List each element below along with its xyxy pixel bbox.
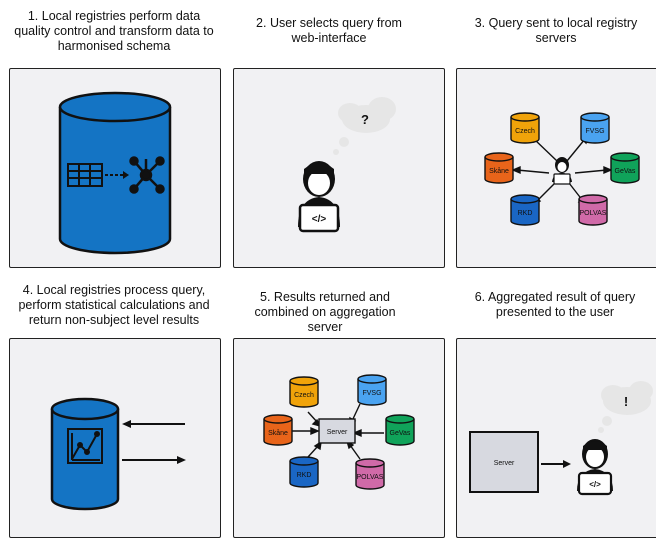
registry-fvsg-database: FVSG	[357, 374, 387, 406]
svg-text:POLVAS: POLVAS	[580, 210, 607, 217]
thought-cloud-icon	[333, 97, 396, 155]
svg-text:RKD: RKD	[297, 472, 312, 479]
user-coder-icon: </>	[298, 161, 340, 233]
registry-skane-database: Skåne	[484, 152, 514, 184]
svg-text:POLVAS: POLVAS	[357, 474, 384, 481]
exclamation-mark: !	[624, 394, 628, 409]
step-3-caption: 3. Query sent to local registry servers	[474, 16, 638, 45]
process-query-illustration	[50, 397, 186, 511]
panel-step-3: Czech FVSG Skåne GeVas RKD POLVAS	[456, 68, 656, 268]
svg-text:FVSG: FVSG	[362, 390, 381, 397]
svg-text:Server: Server	[494, 460, 515, 467]
svg-text:FVSG: FVSG	[585, 128, 604, 135]
step-2-caption: 2. User selects query from web-interface	[256, 16, 402, 45]
svg-text:GeVas: GeVas	[615, 168, 636, 175]
server-box: Server	[469, 431, 539, 493]
code-glyph: </>	[312, 214, 327, 225]
svg-text:RKD: RKD	[518, 210, 533, 217]
registry-gevas-database: GeVas	[385, 414, 415, 446]
server-box: Server	[318, 418, 356, 444]
result-presented-illustration: Server ! </>	[469, 381, 653, 496]
registry-skane-database: Skåne	[263, 414, 293, 446]
panel-step-5: Server Czech FVSG Skåne GeVas RKD	[233, 338, 445, 538]
user-coder-icon: </>	[577, 439, 613, 496]
registry-fvsg-database: FVSG	[580, 112, 610, 144]
arrows	[288, 403, 384, 460]
code-glyph: </>	[589, 480, 601, 489]
arrow-icon	[541, 460, 571, 468]
aggregation-illustration: Server Czech FVSG Skåne GeVas RKD	[263, 374, 415, 490]
line-chart-icon	[67, 428, 103, 464]
registry-rkd-database: RKD	[289, 456, 319, 488]
svg-text:Server: Server	[327, 429, 348, 436]
panel-step-4	[9, 338, 221, 538]
table-icon	[67, 163, 103, 187]
step-1-caption: 1. Local registries perform data quality…	[14, 9, 214, 53]
registry-rkd-database: RKD	[510, 194, 540, 226]
registry-polvas-database: POLVAS	[578, 194, 608, 226]
svg-text:Czech: Czech	[515, 128, 535, 135]
user-query-illustration: ? </>	[298, 97, 396, 233]
outgoing-arrow-icon	[122, 456, 186, 464]
registry-czech-database: Czech	[510, 112, 540, 144]
arrow-icon	[105, 171, 129, 179]
thought-cloud-icon	[598, 381, 653, 433]
step-5-caption: 5. Results returned and combined on aggr…	[254, 290, 396, 334]
question-mark: ?	[361, 112, 369, 127]
panel-step-1	[9, 68, 221, 268]
network-graph-icon	[129, 156, 165, 194]
svg-text:GeVas: GeVas	[390, 430, 411, 437]
svg-text:Skåne: Skåne	[268, 429, 288, 437]
incoming-arrow-icon	[122, 420, 185, 428]
step-4-caption: 4. Local registries process query, perfo…	[18, 283, 210, 327]
registry-gevas-database: GeVas	[610, 152, 640, 184]
step-6-caption: 6. Aggregated result of query presented …	[474, 290, 636, 319]
query-distribution-illustration: Czech FVSG Skåne GeVas RKD POLVAS	[484, 112, 640, 226]
user-coder-icon	[552, 157, 572, 185]
registry-czech-database: Czech	[289, 376, 319, 408]
svg-text:Skåne: Skåne	[489, 167, 509, 175]
database-transform-illustration	[58, 91, 172, 255]
svg-text:Czech: Czech	[294, 392, 314, 399]
registry-polvas-database: POLVAS	[355, 458, 385, 490]
panel-step-2: ? </>	[233, 68, 445, 268]
database-icon	[58, 91, 172, 255]
panel-step-6: Server ! </>	[456, 338, 656, 538]
